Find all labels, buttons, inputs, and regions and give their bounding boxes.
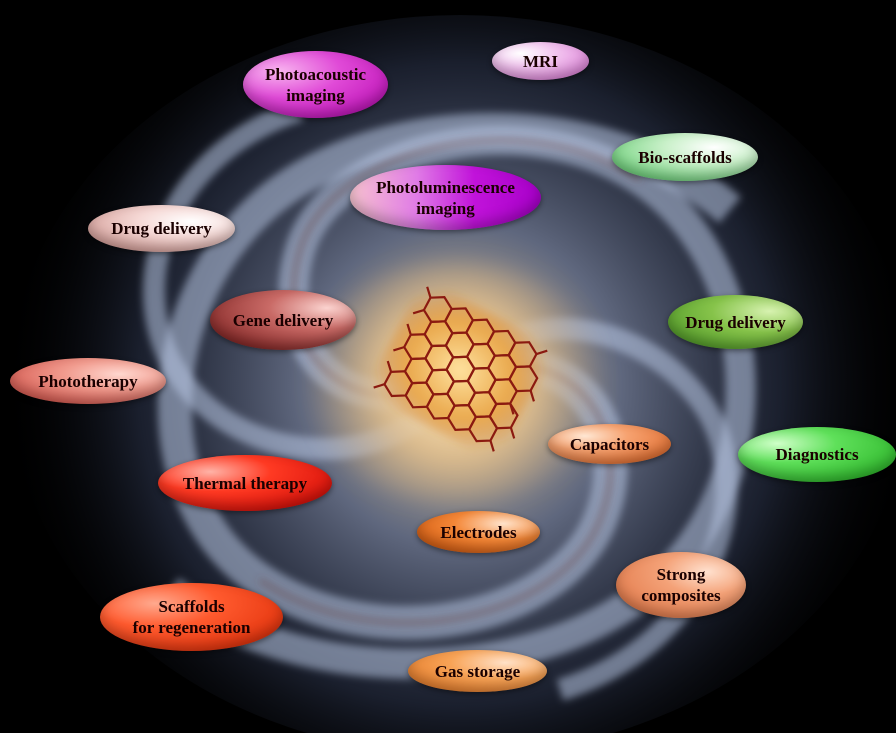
photoacoustic-imaging-label: Photoacoustic imaging [243,51,388,118]
thermal-therapy-text: Thermal therapy [182,473,308,493]
scaffolds-for-regeneration-text: Scaffolds for regeneration [132,597,251,637]
gas-storage-label: Gas storage [408,650,547,692]
drug-delivery-right-text: Drug delivery [685,312,786,332]
capacitors-label: Capacitors [548,424,671,464]
diagnostics-label: Diagnostics [738,427,896,482]
electrodes-label: Electrodes [417,511,540,553]
electrodes-text: Electrodes [440,522,517,542]
photoluminescence-imaging-text: Photoluminescence imaging [376,177,515,218]
gas-storage-text: Gas storage [434,661,521,681]
strong-composites-text: Strong composites [641,565,721,605]
phototherapy-text: Phototherapy [38,371,138,391]
diagnostics-text: Diagnostics [775,445,859,464]
thermal-therapy-label: Thermal therapy [158,455,332,511]
scaffolds-for-regeneration-label: Scaffolds for regeneration [100,583,283,651]
drug-delivery-left-text: Drug delivery [111,219,212,238]
bio-scaffolds-text: Bio-scaffolds [638,147,732,167]
mri-label: MRI [492,42,589,80]
photoacoustic-imaging-text: Photoacoustic imaging [264,64,367,105]
gene-delivery-label: Gene delivery [210,290,356,350]
strong-composites-label: Strong composites [616,552,746,618]
capacitors-text: Capacitors [569,434,650,454]
drug-delivery-right-label: Drug delivery [668,295,803,349]
mri-text: MRI [523,51,558,71]
bio-scaffolds-label: Bio-scaffolds [612,133,758,181]
carbon-nanotube [370,284,550,456]
phototherapy-label: Phototherapy [10,358,166,404]
gene-delivery-text: Gene delivery [232,310,334,330]
photoluminescence-imaging-label: Photoluminescence imaging [350,165,541,230]
drug-delivery-left-label: Drug delivery [88,205,235,252]
